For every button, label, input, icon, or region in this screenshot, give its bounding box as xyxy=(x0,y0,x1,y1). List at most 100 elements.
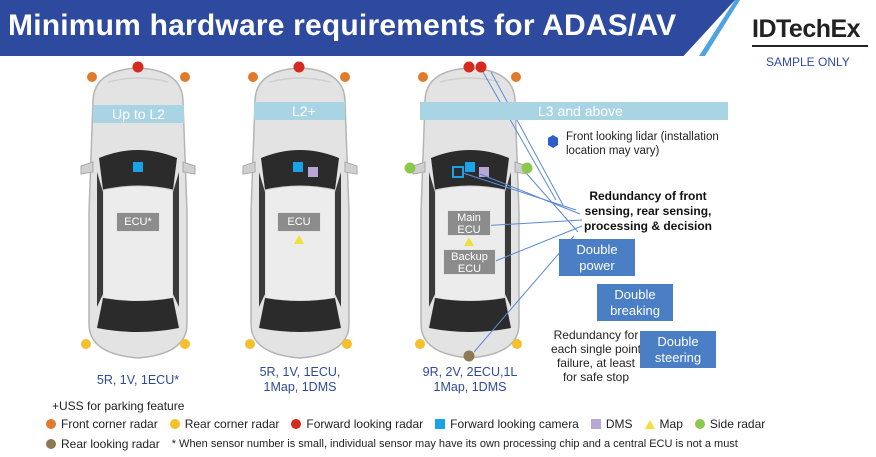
legend-rear-radar: Rear looking radar xyxy=(46,437,160,451)
car2-caption-line2: 1Map, 1DMS xyxy=(263,380,337,394)
legend-forward-camera: Forward looking camera xyxy=(435,417,579,431)
car2-front-corner-radar-left xyxy=(248,72,258,82)
car2-sensor-caption: 5R, 1V, 1ECU, 1Map, 1DMS xyxy=(240,365,360,395)
double-breaking-line2: breaking xyxy=(610,302,660,318)
single-point-line4: for safe stop xyxy=(562,370,630,384)
title-bar xyxy=(0,0,735,56)
legend-dms: DMS xyxy=(590,417,633,431)
redundancy-line1: Redundancy of front xyxy=(589,189,707,203)
car3-front-corner-radar-left xyxy=(418,72,428,82)
car2-forward-camera xyxy=(293,162,303,172)
double-power-line1: Double xyxy=(576,241,618,257)
car3-rear-looking-radar xyxy=(463,350,475,362)
redundancy-line3: processing & decision xyxy=(583,219,713,233)
redundancy-arrows xyxy=(462,71,583,353)
legend-dms-label: DMS xyxy=(605,417,633,431)
single-point-line3: failure, at least xyxy=(556,356,636,370)
double-steering-box: Double steering xyxy=(640,331,716,368)
legend-rear-corner-radar: Rear corner radar xyxy=(169,417,280,431)
logo-underline xyxy=(752,45,868,47)
lidar-annotation-line1: Front looking lidar (installation xyxy=(566,131,719,143)
legend-front-corner-radar-label: Front corner radar xyxy=(61,417,158,431)
single-point-line2: each single point xyxy=(550,342,642,356)
car3-main-ecu-box: Main ECU xyxy=(447,210,491,236)
car1-ecu-box: ECU* xyxy=(116,212,160,232)
car2-rear-corner-radar-left xyxy=(245,339,255,349)
double-breaking-line1: Double xyxy=(614,286,656,302)
main-ecu-label-line2: ECU xyxy=(457,224,481,236)
lidar-hexagon-icon xyxy=(548,135,558,148)
car3-map-icon xyxy=(464,237,474,246)
car1-front-corner-radar-left xyxy=(87,72,97,82)
legend-row-2: Rear looking radar * When sensor number … xyxy=(46,437,738,451)
car1-caption-line1: 5R, 1V, 1ECU* xyxy=(96,373,180,387)
car2-forward-radar xyxy=(293,61,305,73)
car1-forward-camera xyxy=(133,162,143,172)
car3-side-radar-right xyxy=(521,162,533,174)
car3-front-corner-radar-right xyxy=(511,72,521,82)
double-power-line2: power xyxy=(579,257,615,273)
legend-rear-corner-radar-label: Rear corner radar xyxy=(184,417,280,431)
idtechex-logo: IDTechEx xyxy=(752,15,861,43)
level-bar-l2-plus: L2+ xyxy=(254,102,345,120)
car3-caption-line1: 9R, 2V, 2ECU,1L xyxy=(422,365,518,379)
car2-dms xyxy=(308,167,318,177)
double-steering-line1: Double xyxy=(657,333,699,349)
car1-ecu-label: ECU* xyxy=(124,216,152,228)
car3-sensor-caption: 9R, 2V, 2ECU,1L 1Map, 1DMS xyxy=(410,365,530,395)
car3-side-radar-left xyxy=(404,162,416,174)
backup-ecu-label-line2: ECU xyxy=(457,263,482,275)
rear-corner-radar-dot-icon xyxy=(169,419,180,429)
car3-rear-corner-radar-left xyxy=(415,339,425,349)
car2-front-corner-radar-right xyxy=(340,72,350,82)
front-corner-radar-dot-icon xyxy=(46,419,56,429)
car1-rear-corner-radar-right xyxy=(180,339,190,349)
main-ecu-label-line1: Main xyxy=(457,212,481,224)
legend-side-radar-label: Side radar xyxy=(709,417,766,431)
car3-forward-radar-2 xyxy=(475,61,487,73)
double-steering-line2: steering xyxy=(654,349,702,365)
car3-forward-camera-1 xyxy=(452,166,464,178)
legend-map-label: Map xyxy=(659,417,683,431)
double-breaking-box: Double breaking xyxy=(597,284,673,321)
car2-rear-corner-radar-right xyxy=(342,339,352,349)
lidar-annotation: Front looking lidar (installation locati… xyxy=(566,130,719,158)
car3-forward-camera-2 xyxy=(465,162,475,172)
redundancy-annotation: Redundancy of front sensing, rear sensin… xyxy=(574,189,722,234)
car3-caption-line2: 1Map, 1DMS xyxy=(433,380,507,394)
car2-map-icon xyxy=(294,235,304,244)
car3-dms xyxy=(479,167,489,177)
car1-rear-corner-radar-left xyxy=(81,339,91,349)
car2-caption-line1: 5R, 1V, 1ECU, xyxy=(259,365,341,379)
car3-forward-radar-1 xyxy=(463,61,475,73)
car1-sensor-caption: 5R, 1V, 1ECU* xyxy=(76,373,200,388)
legend-row-1: Front corner radar Rear corner radar For… xyxy=(46,417,777,431)
legend-forward-camera-label: Forward looking camera xyxy=(450,417,579,431)
forward-camera-square-icon xyxy=(435,419,446,429)
level-bar-up-to-l2: Up to L2 xyxy=(93,105,184,123)
redundancy-line2: sensing, rear sensing, xyxy=(584,204,712,218)
side-radar-dot-icon xyxy=(694,419,705,429)
level-bar-l3-above: L3 and above xyxy=(420,102,728,120)
legend-map: Map xyxy=(644,417,683,431)
car1-front-corner-radar-right xyxy=(180,72,190,82)
forward-radar-dot-icon xyxy=(291,419,302,429)
backup-ecu-label-line1: Backup xyxy=(451,251,488,263)
map-triangle-icon xyxy=(644,419,655,429)
lidar-annotation-line2: location may vary) xyxy=(566,145,660,157)
slide-title: Minimum hardware requirements for ADAS/A… xyxy=(8,9,677,42)
car1-forward-radar xyxy=(132,61,144,73)
single-point-annotation: Redundancy for each single point failure… xyxy=(540,328,652,384)
legend-rear-radar-label: Rear looking radar xyxy=(61,437,160,451)
legend-forward-radar-label: Forward looking radar xyxy=(306,417,424,431)
ecu-footnote: * When sensor number is small, individua… xyxy=(171,438,738,450)
car3-rear-corner-radar-right xyxy=(512,339,522,349)
legend-side-radar: Side radar xyxy=(694,417,766,431)
uss-note: +USS for parking feature xyxy=(52,399,185,413)
car2-ecu-box: ECU xyxy=(277,212,321,232)
rear-radar-dot-icon xyxy=(46,439,56,449)
legend-front-corner-radar: Front corner radar xyxy=(46,417,158,431)
double-power-box: Double power xyxy=(559,239,635,276)
dms-square-icon xyxy=(590,419,601,429)
